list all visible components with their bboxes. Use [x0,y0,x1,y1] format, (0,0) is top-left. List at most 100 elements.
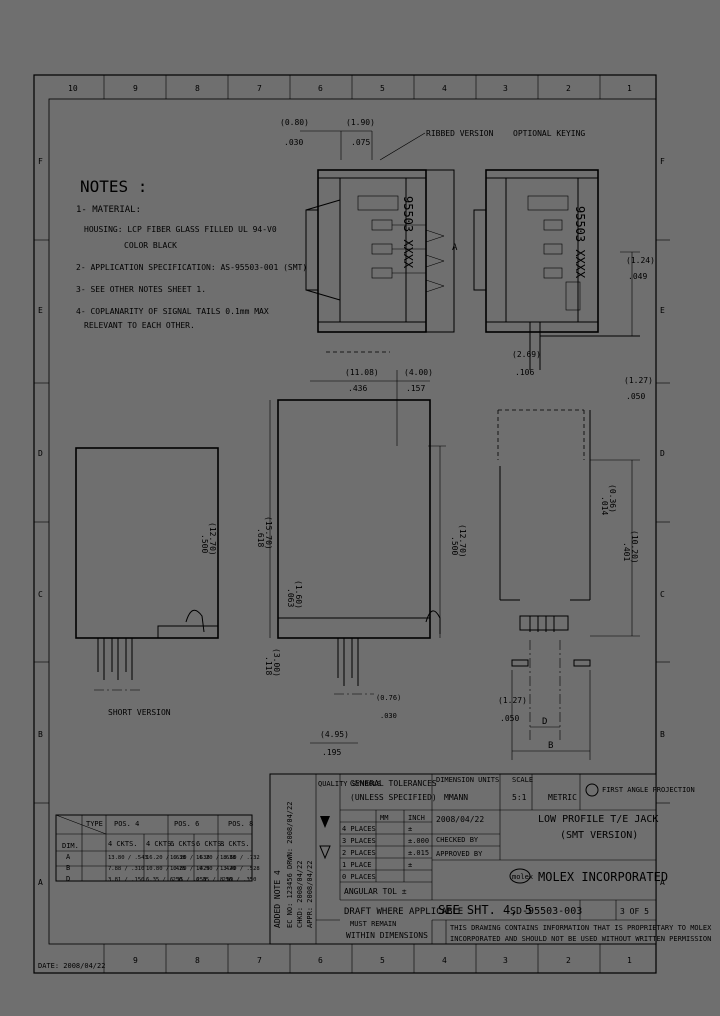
table-cell: 6.35 / .250 [196,877,232,883]
dim-d11-in: .014 [600,496,609,515]
approved-by: APPROVED BY [436,850,483,858]
revision-row-4: APPR: 2008/04/22 [306,861,314,928]
zone-top-5: 5 [380,84,385,93]
part-marking-ribbed: 95503 XXXX [401,196,415,269]
optional-keying-view: OPTIONAL KEYING 95503 XXXX [473,129,640,370]
dim-d-label: D [542,717,547,727]
zone-top-2: 2 [566,84,571,93]
molex-logo-text: molex [512,873,533,881]
within-dimensions: WITHIN DIMENSIONS [346,931,428,940]
proprietary-line-2: INCORPORATED AND SHOULD NOT BE USED WITH… [450,935,711,943]
zone-top-8: 8 [195,84,200,93]
dimension-table: TYPE DIM. POS. 4 POS. 6 POS. 8 4 CKTS.4 … [55,814,260,883]
part-marking-keying: 95503 XXXX [573,206,587,279]
table-cell: 6.35 / .250 [146,877,182,883]
drawn-date: 2008/04/22 [436,815,484,824]
dim-d8-mm: (15.70) [264,516,273,550]
zone-left-D: D [38,449,43,458]
table-row-dim: B [66,864,70,872]
proprietary-line-1: THIS DRAWING CONTAINS INFORMATION THAT I… [450,924,712,932]
dim-d3-mm: (11.08) [345,368,379,377]
tol-val-4: ± [408,861,412,869]
document-number: SD-95503-003 [510,906,582,917]
dim-d4-mm: (4.00) [404,368,433,377]
zone-right-D: D [660,449,665,458]
table-corner-type: TYPE [86,820,103,828]
must-remain: MUST REMAIN [350,920,396,928]
drawn-by: MMANN [444,793,468,802]
table-cell: 6.35 / .250 [170,877,206,883]
dim-d16-in: .195 [322,748,341,757]
dim-d8-in: .618 [256,528,265,547]
tol-row-2: 2 PLACES [342,849,376,857]
table-cell: 8.89 / .350 [220,877,256,883]
zone-top-10: 10 [68,84,78,93]
tol-row-4: 4 PLACES [342,825,376,833]
zone-bottom-4: 4 [442,956,447,965]
tol-row-0: 0 PLACES [342,873,376,881]
table-cell: 3.81 / .150 [108,877,144,883]
note-1-color: COLOR BLACK [124,241,177,250]
table-corner-dim: DIM. [62,842,79,850]
dim-d17-mm: (1.27) [498,696,527,705]
tol-col-inch: INCH [408,814,425,822]
notes-title: NOTES : [80,177,147,196]
dim-d10-mm: (12.70) [458,524,467,558]
zone-top-1: 1 [627,84,632,93]
units-value: METRIC [548,793,577,802]
zone-left-C: C [38,590,43,599]
dim-d12-mm: (10.20) [630,530,639,564]
zone-bottom-9: 9 [133,956,138,965]
sheet-number: 3 OF 5 [620,907,649,916]
table-contacts-header: 8 CKTS. [220,840,250,848]
dim-d7-in: .050 [626,392,645,401]
dim-d7-mm: (1.27) [624,376,653,385]
dim-d16-mm: (4.95) [320,730,349,739]
dim-b-label: B [548,741,553,751]
checked-by: CHECKED BY [436,836,479,844]
table-cell: 18.60 / .732 [220,855,260,861]
company-name: MOLEX INCORPORATED [538,870,668,884]
angular-tol: ANGULAR TOL ± [344,887,407,896]
zone-ticks-side [34,239,670,804]
scale-label: SCALE [512,776,533,784]
projection-symbol-icon [585,783,599,797]
ribbed-version-view: RIBBED VERSION 95503 XXXX A [305,129,494,353]
zone-right-B: B [660,730,665,739]
zone-top-7: 7 [257,84,262,93]
tol-row-1: 1 PLACE [342,861,372,869]
zone-right-E: E [660,306,665,315]
zone-left-B: B [38,730,43,739]
long-version-side-view: (15.70) .618 (12.70) .500 (1.60) .063 (3… [256,399,467,757]
zone-right-A: A [660,878,665,887]
quality-triangle-icon [320,816,330,828]
table-contacts-header: 4 CKTS. [108,840,138,848]
dim-d1-in: .030 [284,138,303,147]
dim-d3-in: .436 [348,384,367,393]
dim-d9-in: .500 [200,534,209,553]
zone-top-9: 9 [133,84,138,93]
dim-d5-in: .049 [628,272,647,281]
title-line-2: (SMT VERSION) [560,830,638,841]
table-pos-6: POS. 6 [174,820,199,828]
tol-val-3: ±.015 [408,849,429,857]
zone-bottom-8: 8 [195,956,200,965]
tol-row-3: 3 PLACES [342,837,376,845]
title-block: ADDED NOTE 4 EC NO: 123456 DRWN: 2008/04… [38,773,712,970]
zone-bottom-1: 1 [627,956,632,965]
table-cell: 13.80 / .543 [108,855,148,861]
table-cell: 10.80 / .425 [170,866,210,872]
note-2: 2- APPLICATION SPECIFICATION: AS-95503-0… [76,263,307,272]
table-pos-8: POS. 8 [228,820,253,828]
table-row-dim: A [66,853,71,861]
dims-units-label: DIMENSION UNITS [436,776,499,784]
table-pos-4: POS. 4 [114,820,139,828]
footer-date: DATE: 2008/04/22 [38,962,105,970]
zone-right-F: F [660,157,665,166]
revision-row-1: ADDED NOTE 4 [273,870,282,928]
note-4-cont: RELEVANT TO EACH OTHER. [84,321,195,330]
table-cell: 16.20 / .638 [196,855,236,861]
optional-keying-label: OPTIONAL KEYING [513,129,585,138]
